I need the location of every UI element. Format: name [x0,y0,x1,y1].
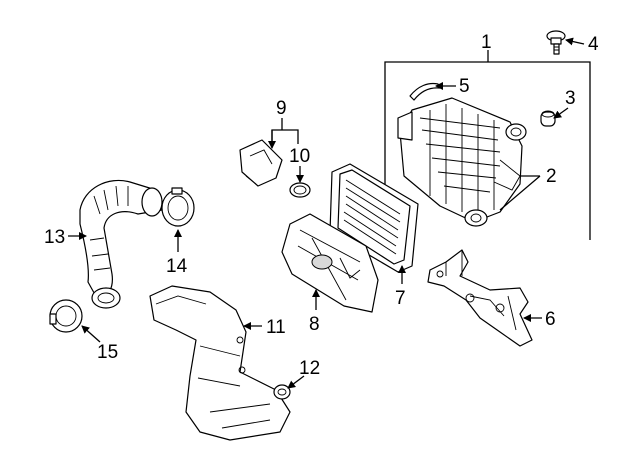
callout-1: 1 [481,32,492,53]
callout-11: 11 [266,317,286,338]
intake-duct[interactable] [149,285,291,441]
hose-clamp-15[interactable] [49,299,83,333]
callout-15: 15 [97,342,118,363]
callout-3: 3 [565,88,576,109]
lower-case[interactable] [281,213,379,313]
airflow-sensor[interactable] [239,139,283,187]
callout-10: 10 [289,146,310,167]
hose-clamp-14[interactable] [161,187,195,227]
callout-labels: 1 2 3 4 5 6 7 8 9 10 11 12 13 14 15 [44,32,599,379]
sensor-seal[interactable] [289,182,311,198]
leader-lines [68,37,585,389]
duct-clip[interactable] [273,384,291,400]
callout-5: 5 [459,76,470,97]
callout-12: 12 [299,358,320,379]
callout-14: 14 [166,256,188,277]
callout-6: 6 [545,309,556,330]
mounting-bracket[interactable] [427,249,533,347]
callout-13: 13 [44,227,65,248]
intake-hose[interactable] [79,179,163,309]
callout-8: 8 [309,314,320,335]
callout-4: 4 [588,34,599,55]
callout-2: 2 [546,166,557,187]
air-cleaner-housing[interactable] [397,97,527,227]
callout-9: 9 [276,98,287,119]
callout-7: 7 [395,288,406,309]
bolt-4[interactable] [546,30,566,55]
air-filter-element[interactable] [329,163,419,273]
hose-clip-5[interactable] [409,82,441,101]
grommet-3[interactable] [540,110,556,127]
